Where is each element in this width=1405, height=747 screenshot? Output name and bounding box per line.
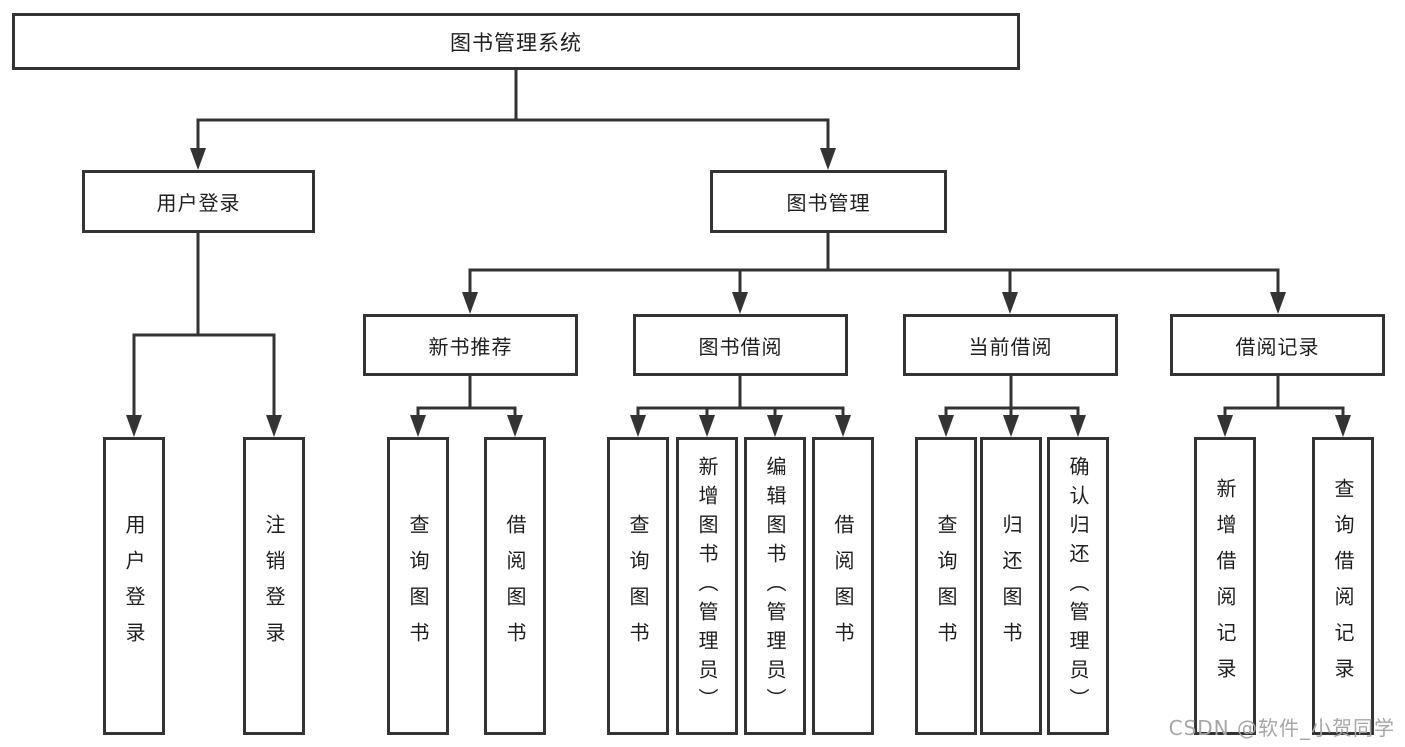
node-label: 图书借阅 [698, 334, 783, 359]
node-label: 查询图书 [934, 514, 958, 658]
node-label: 新增图书（管理员） [695, 455, 719, 717]
node-label: 注销登录 [262, 514, 286, 658]
node-leaf-borrow-books-2: 借阅图书 [812, 437, 874, 735]
node-label: 用户登录 [156, 191, 241, 215]
watermark: CSDN @软件_小贺同学 [1168, 716, 1395, 740]
node-borrowing-records: 借阅记录 [1170, 314, 1385, 376]
connector-user-login [126, 231, 282, 437]
node-label: 归还图书 [999, 514, 1023, 658]
node-leaf-add-borrow-record: 新增借阅记录 [1194, 437, 1256, 735]
connector-book-management [462, 231, 1286, 314]
connector-current-borrowing [938, 374, 1086, 437]
node-leaf-borrow-books-1: 借阅图书 [484, 437, 546, 735]
node-label: 图书管理 [786, 191, 871, 215]
node-leaf-add-book-admin: 新增图书（管理员） [676, 437, 738, 735]
node-leaf-edit-book-admin: 编辑图书（管理员） [744, 437, 806, 735]
node-leaf-logout: 注销登录 [243, 437, 305, 735]
connector-root [190, 68, 836, 170]
node-current-borrowing: 当前借阅 [903, 314, 1118, 376]
node-leaf-search-books-1: 查询图书 [387, 437, 449, 735]
node-label: 借阅记录 [1235, 334, 1320, 359]
node-library-management-system: 图书管理系统 [12, 13, 1020, 70]
node-book-management: 图书管理 [710, 170, 947, 233]
node-label: 当前借阅 [968, 334, 1053, 359]
node-leaf-confirm-return-admin: 确认归还（管理员） [1047, 437, 1109, 735]
node-label: 借阅图书 [831, 514, 855, 658]
connector-book-borrowing [630, 374, 851, 437]
node-label: 查询图书 [626, 514, 650, 658]
node-label: 编辑图书（管理员） [763, 455, 787, 717]
node-user-login: 用户登录 [82, 170, 315, 233]
node-label: 用户登录 [122, 514, 146, 658]
node-label: 图书管理系统 [450, 30, 582, 55]
node-leaf-search-books-2: 查询图书 [607, 437, 669, 735]
node-label: 新书推荐 [428, 334, 513, 359]
connector-new-book-recommendation [410, 374, 523, 437]
node-label: 借阅图书 [503, 514, 527, 658]
node-leaf-search-borrow-record: 查询借阅记录 [1312, 437, 1374, 735]
node-label: 查询图书 [406, 514, 430, 658]
node-label: 查询借阅记录 [1331, 478, 1355, 694]
connector-borrowing-records [1217, 374, 1351, 437]
node-leaf-search-books-3: 查询图书 [915, 437, 977, 735]
node-leaf-return-book: 归还图书 [980, 437, 1042, 735]
node-new-book-recommendation: 新书推荐 [363, 314, 578, 376]
node-label: 新增借阅记录 [1213, 478, 1237, 694]
node-label: 确认归还（管理员） [1066, 455, 1090, 717]
node-leaf-user-login: 用户登录 [103, 437, 165, 735]
node-book-borrowing: 图书借阅 [633, 314, 848, 376]
